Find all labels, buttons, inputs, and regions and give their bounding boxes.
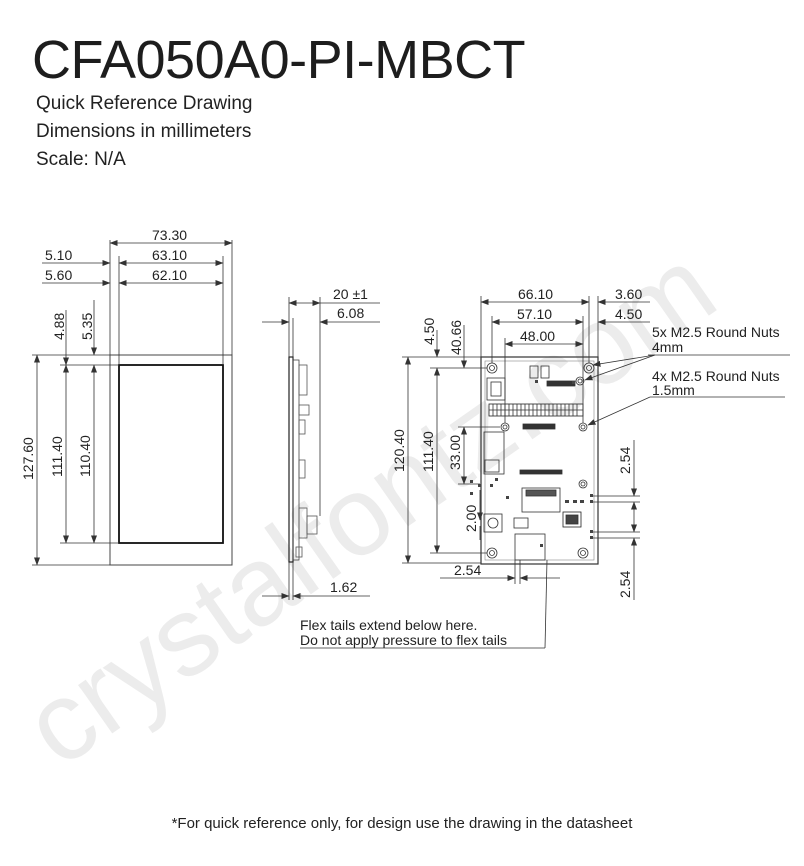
back-dim-top-1: 4.50: [421, 318, 437, 345]
flex-note-line-1: Flex tails extend below here.: [300, 617, 477, 633]
front-dim-width-2: 62.10: [152, 267, 187, 283]
back-dim-right-v-1: 2.54: [617, 447, 633, 474]
side-dim-depth: 20 ±1: [333, 286, 368, 302]
back-dim-right-1: 3.60: [615, 286, 642, 302]
front-dim-height-2: 110.40: [77, 435, 93, 477]
subtitle-quick-reference: Quick Reference Drawing: [36, 93, 253, 114]
page-title: CFA050A0-PI-MBCT: [32, 30, 526, 90]
note-nuts-1-size: 4mm: [652, 339, 683, 355]
back-dim-height-1: 120.40: [391, 429, 407, 472]
back-dim-width-1: 66.10: [518, 286, 553, 302]
note-nuts-2-size: 1.5mm: [652, 382, 695, 398]
back-view: [300, 296, 790, 649]
back-dim-top-2: 40.66: [448, 320, 464, 355]
back-outline: [480, 356, 599, 565]
subtitle-scale: Scale: N/A: [36, 149, 126, 170]
note-nuts-1: 5x M2.5 Round Nuts: [652, 324, 780, 340]
back-dim-height-3: 33.00: [447, 435, 463, 470]
back-dim-small-v: 2.00: [463, 505, 479, 532]
side-dim-depth-2: 6.08: [337, 305, 364, 321]
front-dim-offset-1: 5.10: [45, 247, 72, 263]
side-glass: [288, 356, 294, 563]
side-view: [262, 297, 380, 600]
front-dim-width-1: 63.10: [152, 247, 187, 263]
side-dim-glass: 1.62: [330, 579, 357, 595]
back-dim-small-h: 2.54: [454, 562, 481, 578]
front-dim-height-1: 111.40: [49, 436, 65, 477]
footer-disclaimer: *For quick reference only, for design us…: [171, 815, 633, 832]
front-dim-overall-height: 127.60: [20, 437, 36, 480]
front-dim-top-offset-1: 4.88: [51, 313, 67, 340]
back-dim-right-2: 4.50: [615, 306, 642, 322]
front-dim-top-offset-2: 5.35: [79, 313, 95, 340]
front-dim-offset-2: 5.60: [45, 267, 72, 283]
back-dim-width-2: 57.10: [517, 306, 552, 322]
back-dim-width-3: 48.00: [520, 328, 555, 344]
front-view: [32, 240, 233, 566]
back-dim-height-2: 111.40: [420, 431, 436, 472]
side-pcb: [292, 359, 300, 561]
back-dim-right-v-2: 2.54: [617, 571, 633, 598]
front-active-area: [118, 364, 224, 544]
flex-note-line-2: Do not apply pressure to flex tails: [300, 632, 507, 648]
front-outline: [109, 354, 233, 566]
subtitle-units: Dimensions in millimeters: [36, 121, 252, 142]
front-dim-overall-width: 73.30: [152, 227, 187, 243]
note-nuts-2: 4x M2.5 Round Nuts: [652, 368, 780, 384]
